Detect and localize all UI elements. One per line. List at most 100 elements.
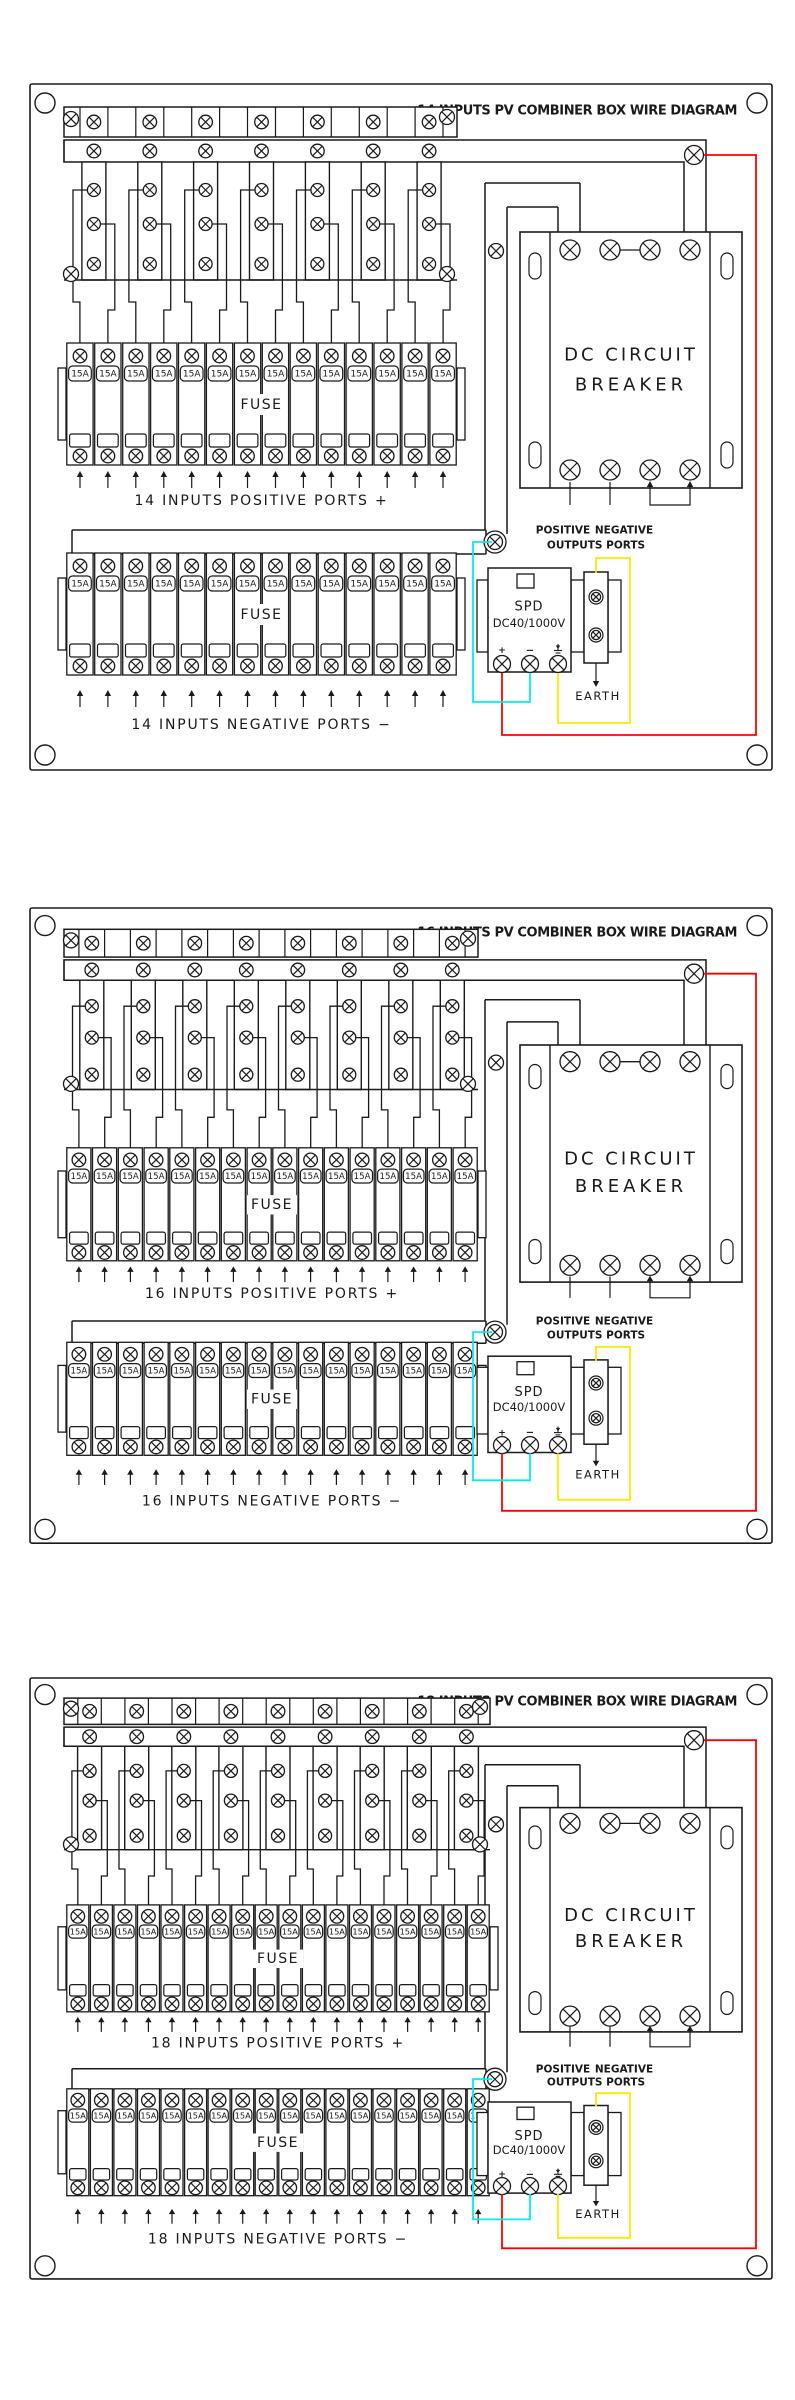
negative-ports-label: 16 INPUTS NEGATIVE PORTS − (142, 1494, 402, 1510)
fuse-handle (208, 433, 231, 448)
fuse-rating-label: 15A (405, 1172, 422, 1182)
terminal-screw-icon (639, 1254, 661, 1277)
terminal-screw-icon (310, 182, 325, 198)
terminal-screw-icon (412, 1763, 427, 1779)
terminal-screw-icon (70, 1996, 86, 2012)
fuse-handle (68, 643, 91, 658)
up-arrow-icon (411, 471, 419, 488)
terminal-screw-icon (223, 1828, 239, 1843)
fuse-handle (398, 1983, 417, 1997)
terminal-screw-icon (380, 1152, 396, 1168)
fuse-rating-label: 15A (199, 1367, 216, 1377)
terminal-screw-icon (84, 999, 99, 1014)
fuse-handle (455, 1231, 476, 1245)
fuse-rating-pill (351, 1362, 374, 1379)
negative-bus-bar (71, 1320, 487, 1344)
terminal-screw-icon (559, 2005, 581, 2027)
terminal-screw-icon (235, 1996, 251, 2012)
spd-name-label: SPD (514, 1385, 543, 1400)
fuse-handle (152, 643, 175, 658)
fuse-rating-pill (375, 365, 400, 382)
earth-label: EARTH (575, 689, 620, 703)
jumper-bracket (649, 484, 691, 506)
terminal-screw-icon (164, 1996, 180, 2012)
combiner-panel-16-inputs: 16 INPUTS PV COMBINER BOX WIRE DIAGRAM15… (29, 907, 773, 1545)
terminal-screw-icon (142, 256, 157, 272)
fuse-unit: 15A (375, 1341, 401, 1456)
fuse-handle (92, 1983, 111, 1997)
fuse-rating-pill (162, 1924, 182, 1939)
terminal-screw-icon (71, 1346, 87, 1362)
fuse-rating-label: 15A (352, 2111, 368, 2121)
fuse-handle (68, 1425, 89, 1440)
mounting-slot-icon (720, 1825, 734, 1850)
terminal-screw-icon (351, 448, 367, 464)
terminal-screw-icon (599, 239, 621, 261)
fuse-rating-pill (291, 365, 316, 382)
terminal-screw-icon (62, 110, 80, 128)
terminal-screw-icon (400, 2092, 416, 2108)
up-arrow-icon (216, 690, 223, 707)
input-terminal-column (277, 979, 318, 1148)
terminal-screw-icon (431, 1346, 447, 1362)
fuse-handle (445, 2168, 464, 2181)
terminal-screw-icon (407, 348, 423, 364)
terminal-screw-icon (309, 114, 325, 130)
terminal-screw-icon (97, 1152, 113, 1168)
terminal-screw-icon (136, 1067, 151, 1082)
terminal-screw-icon (142, 182, 157, 198)
up-arrow-icon (384, 1469, 392, 1485)
terminal-screw-icon (97, 1346, 113, 1362)
terminal-screw-icon (117, 1908, 133, 1924)
fuse-rating-pill (350, 2108, 371, 2123)
terminal-screw-icon (198, 143, 214, 159)
fuse-rating-label: 15A (211, 1927, 227, 1937)
fuse-label: FUSE (251, 1197, 293, 1213)
fuse-rating-pill (67, 1362, 90, 1379)
input-wire-pair (329, 1005, 370, 1148)
fuse-rating-pill (299, 1362, 322, 1379)
fuse-rating-label: 15A (99, 370, 117, 380)
fuse-rating-label: 15A (127, 580, 145, 590)
fuse-handle (257, 2168, 275, 2181)
terminal-screw-icon (93, 1996, 109, 2012)
terminal-screw-icon (559, 239, 581, 261)
mounting-slot-icon (528, 252, 542, 280)
up-arrow-icon (461, 1266, 469, 1283)
fuse-rating-pill (95, 365, 120, 382)
fuse-rating-label: 15A (173, 1367, 190, 1377)
fuse-rating-pill (185, 2108, 206, 2123)
terminal-screw-icon (268, 448, 283, 464)
mounting-hole-icon (34, 1518, 56, 1541)
fuse-unit: 15A (89, 2088, 114, 2197)
up-arrow-icon (307, 1469, 314, 1485)
up-arrow-icon (686, 1275, 694, 1282)
up-arrow-icon (168, 2017, 176, 2032)
fuse-unit: 15A (149, 342, 178, 466)
fuse-rating-label: 15A (423, 1927, 439, 1937)
terminal-screw-icon (176, 1793, 191, 1808)
fuse-rating-label: 15A (329, 2111, 345, 2121)
up-arrow-icon (358, 1469, 366, 1485)
terminal-screw-icon (421, 216, 437, 232)
spd-rating-label: DC40/1000V (493, 616, 566, 630)
terminal-screw-icon (303, 1439, 319, 1455)
input-wire-pair (295, 189, 339, 343)
fuse-rating-label: 15A (376, 1927, 392, 1937)
fuse-rating-label: 15A (295, 580, 313, 590)
fuse-rating-label: 15A (457, 1172, 474, 1182)
up-arrow-icon (104, 471, 112, 488)
terminal-screw-icon (290, 999, 305, 1014)
fuse-rating-pill (303, 1924, 324, 1939)
fuse-rating-pill (248, 1362, 271, 1379)
terminal-screw-icon (100, 658, 116, 674)
terminal-screw-icon (548, 2176, 568, 2196)
breaker-title-line2: BREAKER (575, 374, 687, 395)
up-arrow-icon (104, 690, 112, 707)
fuse-handle (348, 433, 371, 448)
fuse-handle (375, 1983, 393, 1997)
terminal-screw-icon (366, 182, 381, 198)
fuse-rating-pill (280, 1924, 300, 1939)
